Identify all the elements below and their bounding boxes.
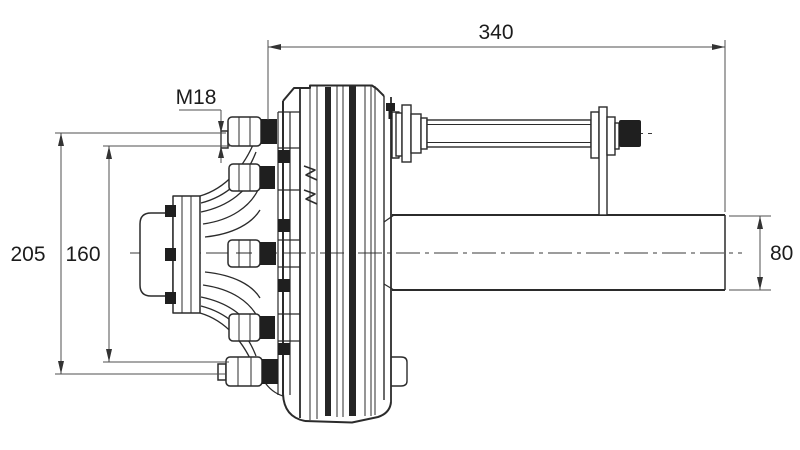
fin-u4	[204, 209, 261, 238]
stud1-nut	[227, 116, 262, 147]
dim160-label: 160	[65, 243, 100, 266]
stud4-facets	[238, 314, 251, 341]
brake-clip-2	[303, 189, 318, 205]
stud3-washer	[260, 242, 276, 265]
dim205-arrow-up-icon	[58, 133, 64, 146]
fin-l3	[202, 284, 259, 319]
cam-step	[614, 122, 620, 150]
dim80-arrow-up-icon	[757, 216, 763, 229]
cam-collar-5	[606, 116, 616, 156]
stud1-washer	[261, 119, 277, 144]
flange-shadow-1	[278, 150, 290, 163]
cam-collar-4	[420, 117, 428, 150]
dim160-arrow-down-icon	[106, 349, 112, 362]
dim205-label: 205	[10, 243, 45, 266]
cam-lever-bar	[598, 106, 608, 216]
brake-clip-1	[303, 165, 318, 181]
drum-left-face	[282, 101, 306, 422]
hub-bolt-1	[165, 205, 176, 217]
grease-nipple-icon	[386, 103, 395, 111]
cam-collar-1	[395, 112, 403, 157]
wheel-flange	[261, 111, 300, 397]
dimension-m18: M18	[176, 86, 224, 163]
dim340-label: 340	[478, 21, 513, 44]
dimM18-label: M18	[176, 86, 217, 109]
stud2-facets	[238, 164, 251, 191]
dimension-340: 340	[267, 21, 726, 212]
dimension-80: 80	[729, 215, 793, 291]
brake-drum	[282, 84, 408, 424]
hub-bolt-3	[165, 292, 176, 304]
dim340-arrow-right-icon	[712, 44, 725, 50]
grease-nipple-stem	[388, 111, 393, 119]
stud4-washer	[260, 316, 275, 339]
cam-collar-2	[401, 104, 412, 163]
drum-band-dark-1	[325, 87, 331, 416]
brake-camshaft	[395, 104, 641, 216]
dimension-205: 205	[10, 132, 226, 375]
tube-weld-top	[383, 214, 395, 223]
dim80-label: 80	[770, 242, 793, 265]
dim340-arrow-left-icon	[268, 44, 281, 50]
cam-collar-3	[410, 113, 422, 154]
hub-cap	[139, 212, 174, 297]
dim160-arrow-up-icon	[106, 146, 112, 159]
fin-l4	[204, 271, 261, 299]
stud1-thread	[220, 130, 229, 149]
wheel-studs	[217, 116, 278, 387]
cam-washer	[590, 111, 600, 159]
stud5-nut	[225, 356, 263, 387]
dim80-arrow-down-icon	[757, 277, 763, 290]
stud2-washer	[260, 166, 275, 189]
dim205-arrow-down-icon	[58, 361, 64, 374]
drum-band-dark-2	[349, 86, 356, 416]
fin-u3	[202, 189, 259, 225]
flange-shadow-2	[278, 219, 290, 232]
stud5-thread	[217, 363, 227, 381]
dimM18-arrow-down-icon	[218, 121, 224, 133]
stud5-facets	[237, 357, 252, 386]
drum-bottom-edge	[304, 401, 392, 424]
cam-threaded-end	[619, 120, 641, 147]
stud1-facets	[238, 117, 251, 146]
cam-rod-inner-lines	[427, 124, 591, 143]
tube-weld-bottom	[383, 283, 395, 291]
stud4-nut	[228, 313, 261, 342]
hub-flange-plate	[172, 195, 201, 314]
stud5-washer	[262, 359, 278, 384]
drum-tab-bracket	[391, 356, 408, 387]
dimension-160: 160	[65, 145, 231, 363]
dimM18-arrow-up-icon	[218, 146, 224, 158]
hub-bolt-2	[165, 248, 176, 261]
flange-shadow-4	[278, 343, 290, 355]
dimension-annotations: 340 M18 205 160	[10, 21, 793, 375]
axle-tube	[383, 214, 726, 291]
drum-top-edge	[282, 84, 385, 102]
stud2-nut	[228, 163, 261, 192]
flange-shadow-3	[278, 279, 290, 292]
